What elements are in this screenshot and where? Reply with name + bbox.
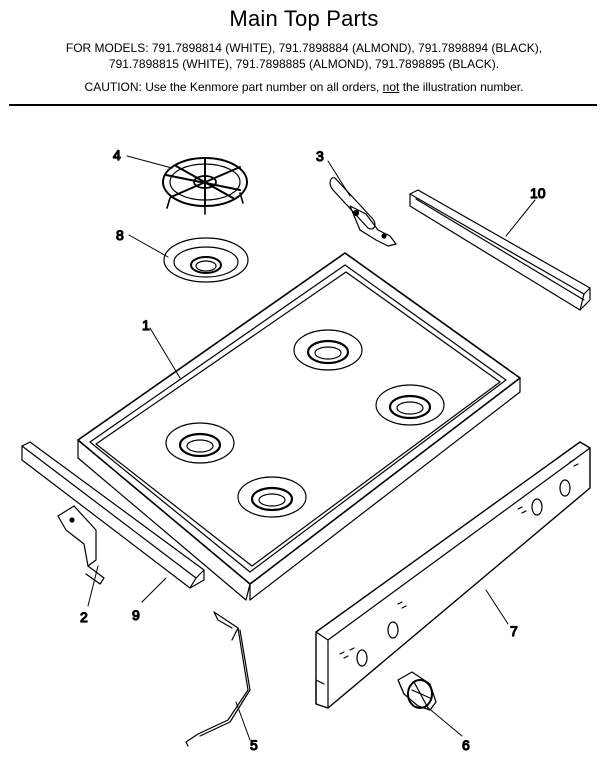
leader-line-7: [485, 589, 509, 625]
burner-grate-part: [162, 157, 248, 215]
control-knob-part: [397, 671, 437, 711]
callout-8: 8: [116, 227, 124, 243]
page-title: Main Top Parts: [229, 6, 379, 31]
caution-text-start: CAUTION: Use the Kenmore part number on …: [84, 80, 383, 94]
burner-opening-rear-left: [293, 329, 363, 371]
caution-note: CAUTION: Use the Kenmore part number on …: [0, 80, 608, 94]
models-line-1: FOR MODELS: 791.7898814 (WHITE), 791.789…: [65, 41, 543, 55]
burner-opening-front-left: [165, 422, 235, 464]
control-panel-part: [315, 441, 591, 709]
front-trim-part: [21, 441, 205, 589]
leader-line-3: [327, 160, 351, 197]
leader-line-8: [128, 234, 169, 258]
leader-line-6: [425, 705, 463, 737]
leader-line-2: [87, 565, 99, 607]
caution-emphasis: not: [382, 80, 400, 94]
main-top-part: [77, 252, 521, 601]
callout-10: 10: [530, 185, 546, 201]
callout-3: 3: [316, 148, 324, 164]
caution-text-end: the illustration number.: [399, 80, 524, 94]
burner-opening-front-right: [237, 476, 307, 518]
rear-trim-part: [409, 189, 591, 311]
models-list: FOR MODELS: 791.7898814 (WHITE), 791.789…: [0, 40, 608, 72]
burner-opening-rear-right: [375, 384, 445, 426]
leader-line-9: [141, 577, 167, 603]
leader-line-1: [149, 327, 181, 379]
callout-9: 9: [132, 607, 140, 623]
callout-2: 2: [80, 609, 88, 625]
callout-7: 7: [510, 623, 518, 639]
header-divider: [9, 104, 597, 106]
drip-pan-part: [163, 237, 249, 283]
leader-line-10: [505, 199, 536, 237]
callout-4: 4: [113, 147, 121, 163]
hinge-bracket-part: [329, 177, 397, 247]
leader-lines: [87, 155, 536, 741]
leader-line-4: [126, 155, 173, 169]
wire-rod-part: [185, 611, 251, 747]
callout-6: 6: [462, 737, 470, 753]
leader-line-5: [235, 701, 251, 741]
callout-5: 5: [250, 737, 258, 753]
models-line-2: 791.7898815 (WHITE), 791.7898885 (ALMOND…: [108, 57, 500, 71]
callout-1: 1: [142, 317, 150, 333]
